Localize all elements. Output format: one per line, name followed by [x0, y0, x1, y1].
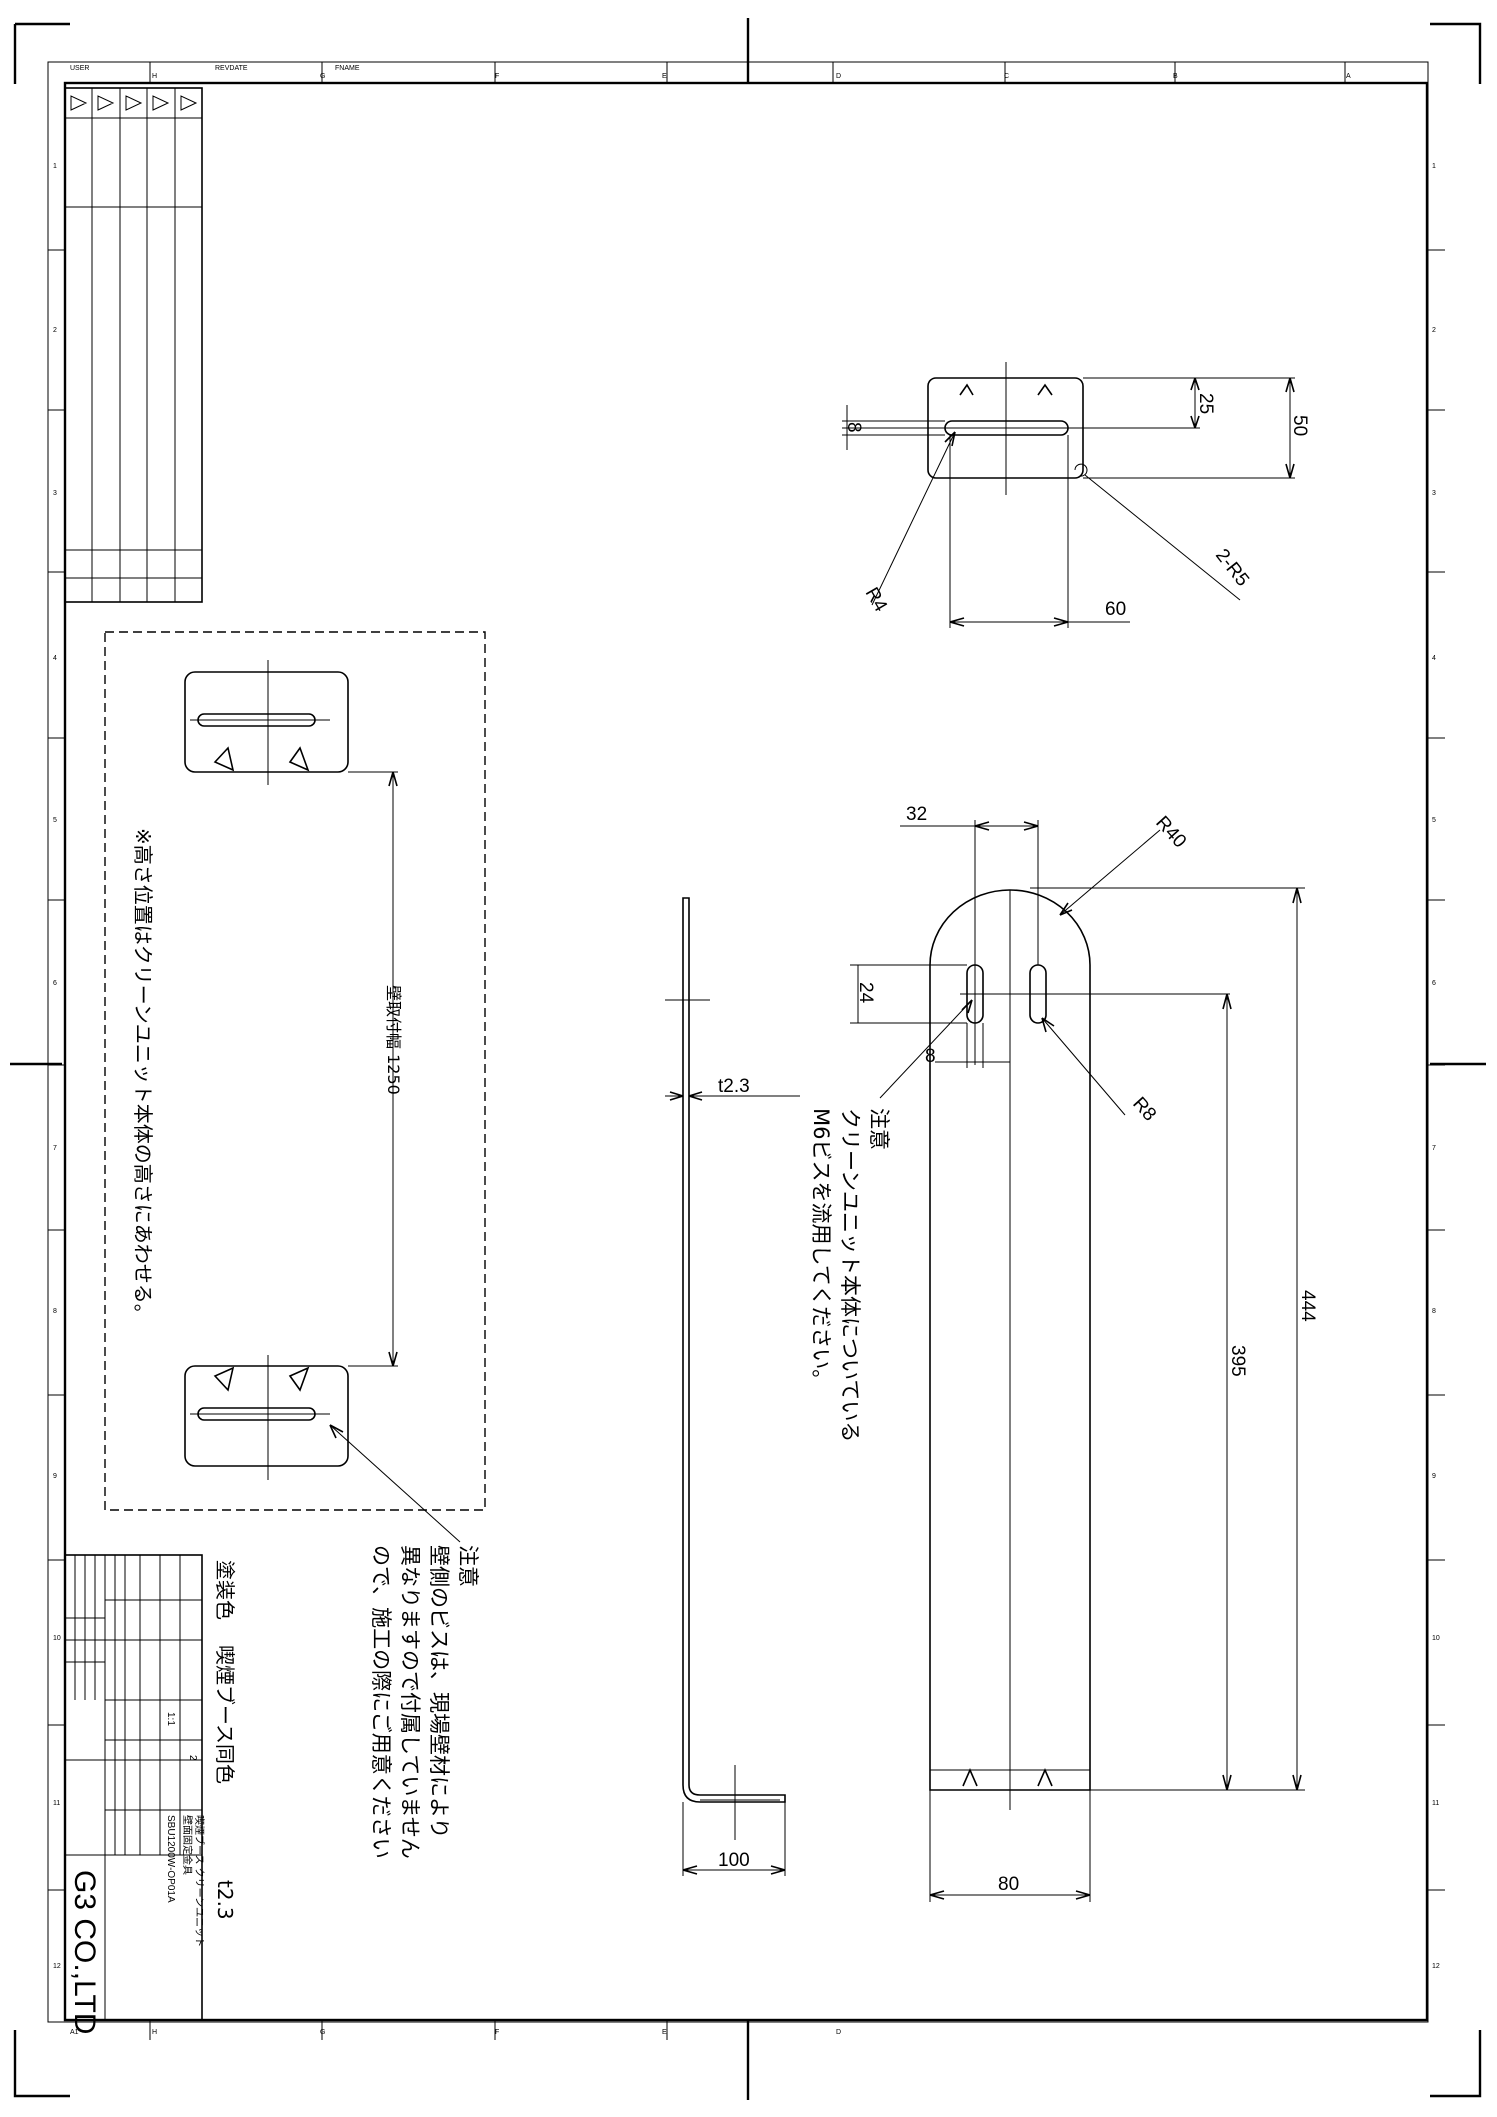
- zone-letter-top: B: [1173, 73, 1178, 80]
- zone-number: 8: [1432, 1308, 1436, 1315]
- zone-letter-bottom: E: [662, 2029, 667, 2036]
- corner-mark: A1: [70, 2029, 79, 2036]
- dim-front-32: 32: [906, 804, 927, 825]
- zone-number: 7: [53, 1145, 57, 1152]
- title-line1: 喫煙ブース クリーンユニット: [193, 1815, 206, 1947]
- dim-top-25: 25: [1195, 393, 1216, 414]
- zone-number: 5: [1432, 817, 1436, 824]
- title-line2: 壁面固定金具: [181, 1815, 194, 1875]
- side-view: t2.3 100: [665, 897, 800, 1876]
- front-view: 32 R40 24 8 R8 444 395 80: [850, 804, 1318, 1902]
- dim-front-80: 80: [998, 1874, 1019, 1895]
- header-revdate: REVDATE: [215, 65, 248, 72]
- header-user: USER: [70, 65, 89, 72]
- zone-number: 9: [1432, 1473, 1436, 1480]
- company-name: G3 CO.,LTD: [68, 1870, 101, 2034]
- assembly-view: 壁取付幅 1250 ※高さ位置はクリーンユニット本体の高さにあわせる。: [104, 631, 486, 1511]
- zone-letter-bottom: H: [152, 2029, 157, 2036]
- zone-number: 12: [1432, 1963, 1440, 1970]
- top-view: 60 50 25 8 R4 2-R5: [842, 362, 1310, 628]
- mount-note: 注意 クリーンユニット本体についている M6ビスを流用してください。: [809, 1108, 891, 1442]
- dim-side-t23: t2.3: [718, 1076, 750, 1097]
- zone-numbers: 1 2 3 4 5 6 7 8 9 10 11 12 1 2 3 4 5 6 7…: [53, 163, 1440, 1970]
- wall-note-line: ので、施工の際にご用意ください: [369, 1545, 393, 1859]
- sheet-number: 2: [187, 1755, 198, 1761]
- title-block: 喫煙ブース クリーンユニット 壁面固定金具 SBU1200W-OP01A 1:1…: [64, 1554, 206, 2034]
- zone-number: 6: [1432, 980, 1436, 987]
- bracket-upper: [184, 671, 349, 773]
- zone-letter-top: E: [662, 73, 667, 80]
- zone-number: 5: [53, 817, 57, 824]
- wall-note-line: 異なりますので付属していません: [398, 1545, 422, 1859]
- scale-value: 1:1: [165, 1712, 176, 1726]
- zone-letter-top: C: [1004, 73, 1009, 80]
- radius-2r5: 2-R5: [1211, 545, 1253, 590]
- wall-note-line: 注意: [456, 1545, 480, 1587]
- zone-number: 10: [53, 1635, 61, 1642]
- bracket-lower: [184, 1365, 349, 1467]
- wall-note-line: 壁側のビスは、現場壁材により: [427, 1545, 451, 1839]
- dim-front-395: 395: [1227, 1345, 1248, 1377]
- zone-letter-bottom: F: [495, 2029, 499, 2036]
- dim-front-24: 24: [855, 982, 876, 1004]
- zone-number: 9: [53, 1473, 57, 1480]
- zone-number: 11: [1432, 1800, 1439, 1807]
- radius-r8: R8: [1128, 1093, 1160, 1125]
- zone-number: 2: [1432, 327, 1436, 334]
- side-view-profile: [682, 897, 786, 1803]
- zone-letter-bottom: D: [836, 2029, 841, 2036]
- mount-note-line: M6ビスを流用してください。: [809, 1108, 833, 1390]
- paint-value: 喫煙ブース同色: [213, 1645, 237, 1784]
- mount-note-line: クリーンユニット本体についている: [838, 1108, 862, 1442]
- wall-pitch-label: 壁取付幅 1250: [384, 985, 403, 1095]
- zone-number: 10: [1432, 1635, 1440, 1642]
- zone-number: 3: [1432, 490, 1436, 497]
- height-note: ※高さ位置はクリーンユニット本体の高さにあわせる。: [131, 828, 155, 1324]
- dim-top-50: 50: [1289, 415, 1310, 436]
- radius-r4: R4: [861, 584, 892, 616]
- paint-note: 塗装色 喫煙ブース同色 t2.3: [213, 1560, 237, 1920]
- drawing-number: SBU1200W-OP01A: [165, 1815, 176, 1903]
- dim-top-8: 8: [843, 422, 864, 433]
- zone-letter-top: A: [1346, 73, 1351, 80]
- dim-front-8: 8: [925, 1046, 936, 1067]
- zone-number: 2: [53, 327, 57, 334]
- zone-letter-top: F: [495, 73, 499, 80]
- zone-letter-top: D: [836, 73, 841, 80]
- zone-number: 3: [53, 490, 57, 497]
- zone-number: 1: [1432, 163, 1436, 170]
- zone-number: 6: [53, 980, 57, 987]
- zone-number: 4: [53, 655, 57, 662]
- front-view-outline: [929, 889, 1091, 1791]
- zone-letter-bottom: G: [320, 2029, 325, 2036]
- sheet-border: [10, 18, 1486, 2100]
- revision-table: [64, 87, 203, 603]
- zone-number: 1: [53, 163, 57, 170]
- header-fname: FNAME: [335, 65, 360, 72]
- wall-note: 注意 壁側のビスは、現場壁材により 異なりますので付属していません ので、施工の…: [329, 1424, 480, 1859]
- dim-top-60: 60: [1105, 599, 1126, 620]
- dim-side-100: 100: [718, 1850, 750, 1871]
- zone-number: 12: [53, 1963, 61, 1970]
- zone-number: 4: [1432, 655, 1436, 662]
- zone-number: 11: [53, 1800, 60, 1807]
- radius-r40: R40: [1151, 812, 1190, 852]
- dim-front-444: 444: [1297, 1290, 1318, 1322]
- mount-note-line: 注意: [867, 1108, 891, 1150]
- paint-label: 塗装色: [213, 1560, 237, 1620]
- zone-letter-top: H: [152, 73, 157, 80]
- thickness-value: t2.3: [213, 1880, 237, 1920]
- zone-number: 8: [53, 1308, 57, 1315]
- zone-number: 7: [1432, 1145, 1436, 1152]
- zone-letter-top: G: [320, 73, 325, 80]
